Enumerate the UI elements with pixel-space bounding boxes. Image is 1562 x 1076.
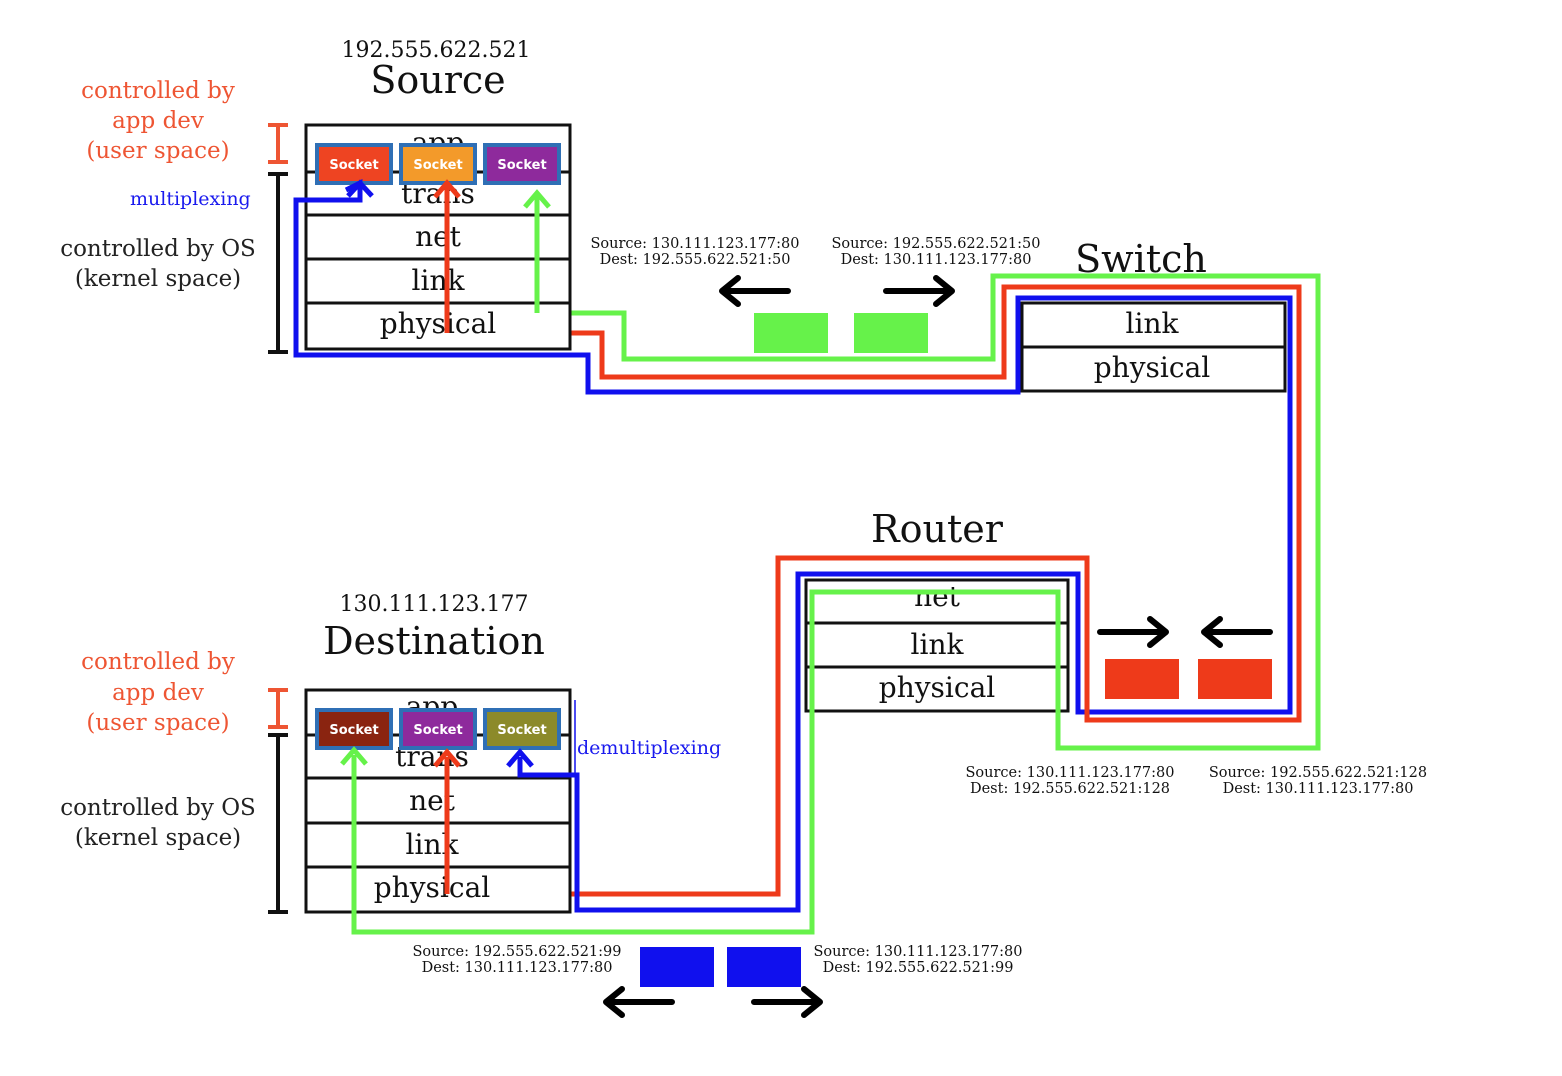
switch-layer-link: link [1126, 307, 1180, 340]
source-ctl-os-line2: (kernel space) [75, 266, 241, 292]
green-arrowhead-source [523, 189, 551, 209]
source-layer-physical: physical [380, 307, 496, 340]
blue-arrowhead-dest [506, 748, 534, 768]
dest-socket-2-label: Socket [413, 723, 462, 738]
red-arrowhead-dest [433, 748, 461, 768]
source-socket-2 [399, 143, 477, 185]
source-kernel-bracket [268, 172, 288, 354]
packet-blue-right [727, 947, 801, 987]
destination-ip: 130.111.123.177 [340, 592, 529, 617]
source-ip: 192.555.622.521 [342, 38, 531, 63]
source-ctl-app-line3: (user space) [86, 138, 229, 164]
dest-socket-3-label: Socket [497, 723, 546, 738]
dest-layer-physical: physical [374, 871, 490, 904]
green-path-router [809, 589, 1061, 932]
source-ctl-app-line2: app dev [112, 108, 204, 134]
dest-ctl-app-line2: app dev [112, 680, 204, 706]
bottom-right-hdr-source: Source: 130.111.123.177:80 [814, 944, 1023, 960]
destination-sockets: Socket Socket Socket [315, 708, 561, 750]
source-socket-2-label: Socket [413, 158, 462, 173]
source-mux-label: multiplexing [130, 188, 251, 210]
router-layer-physical: physical [879, 671, 995, 704]
blue-arrowhead-source [346, 179, 374, 198]
source-layer-link: link [412, 264, 466, 297]
arrow-left-icon-bottom [603, 986, 675, 1018]
switch-layer-physical: physical [1094, 351, 1210, 384]
dest-ctl-app-line3: (user space) [86, 710, 229, 736]
dest-socket-2 [399, 708, 477, 750]
dest-socket-1 [315, 708, 393, 750]
source-socket-3 [483, 143, 561, 185]
blue-arrow-source [296, 178, 363, 203]
switch-stack: link physical [1020, 301, 1287, 393]
bottom-right-hdr-dest: Dest: 192.555.622.521:99 [823, 960, 1014, 976]
dest-kernel-bracket [268, 733, 288, 914]
red-path-router [775, 555, 1090, 894]
source-sockets: Socket Socket Socket [315, 143, 561, 185]
switch-right-hdr-source: Source: 192.555.622.521:50 [832, 236, 1041, 252]
router-stack: net link physical [804, 578, 1070, 713]
dest-ctl-os-line2: (kernel space) [75, 825, 241, 851]
router-title: Router [871, 507, 1004, 551]
source-ctl-app-line1: controlled by [81, 78, 235, 104]
source-user-bracket [268, 123, 288, 164]
green-arrowhead-dest [340, 746, 368, 766]
packet-green-right [854, 313, 928, 353]
source-layer-net: net [415, 220, 462, 253]
packet-red-left [1105, 659, 1179, 699]
router-layer-link: link [911, 628, 965, 661]
arrow-right-icon [883, 275, 955, 307]
router-left-hdr-source: Source: 130.111.123.177:80 [966, 765, 1175, 781]
arrow-left-icon [719, 275, 791, 307]
dest-ctl-app-line1: controlled by [81, 649, 235, 675]
router-right-hdr-source: Source: 192.555.622.521:128 [1209, 765, 1427, 781]
router-layer-net: net [914, 580, 961, 613]
arrow-right-icon-router [1097, 616, 1169, 648]
bottom-left-hdr-source: Source: 192.555.622.521:99 [413, 944, 622, 960]
packet-red-right [1198, 659, 1272, 699]
arrow-left-icon-router [1201, 616, 1273, 648]
source-ctl-os-line1: controlled by OS [60, 236, 256, 262]
dest-socket-1-label: Socket [329, 723, 378, 738]
source-socket-1 [315, 143, 393, 185]
switch-right-hdr-dest: Dest: 130.111.123.177:80 [841, 252, 1032, 268]
dest-ctl-os-line1: controlled by OS [60, 795, 256, 821]
dest-layer-link: link [406, 828, 460, 861]
blue-path-router [795, 571, 1081, 910]
switch-left-hdr-dest: Dest: 192.555.622.521:50 [600, 252, 791, 268]
packet-green-left [754, 313, 828, 353]
switch-left-hdr-source: Source: 130.111.123.177:80 [591, 236, 800, 252]
source-stack: app trans net link physical [304, 123, 572, 351]
switch-title: Switch [1075, 237, 1207, 281]
source-socket-1-label: Socket [329, 158, 378, 173]
dest-user-bracket [268, 688, 288, 729]
source-title: Source [370, 58, 505, 102]
router-right-hdr-dest: Dest: 130.111.123.177:80 [1223, 781, 1414, 797]
blue-path-dest-riser [517, 757, 580, 910]
bottom-left-hdr-dest: Dest: 130.111.123.177:80 [422, 960, 613, 976]
destination-title: Destination [323, 619, 545, 663]
dest-demux-label: demultiplexing [577, 737, 721, 759]
source-socket-3-label: Socket [497, 158, 546, 173]
red-arrowhead-source [433, 179, 461, 199]
router-left-hdr-dest: Dest: 192.555.622.521:128 [970, 781, 1170, 797]
arrow-right-icon-bottom [751, 986, 823, 1018]
packet-blue-left [640, 947, 714, 987]
dest-socket-3 [483, 708, 561, 750]
